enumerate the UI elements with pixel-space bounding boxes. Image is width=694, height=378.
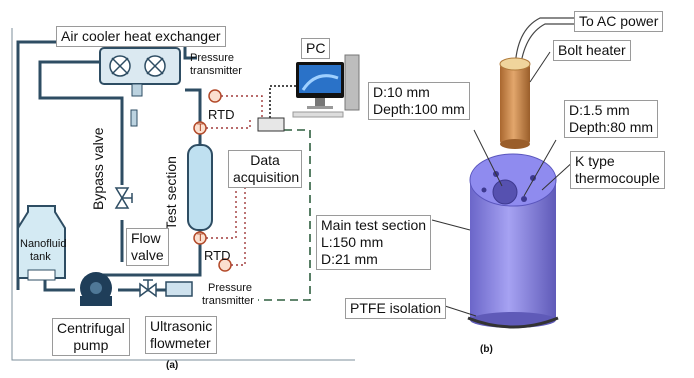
flowmeter-line1: Ultrasonic [150,318,213,334]
air-cooler-label: Air cooler heat exchanger [56,26,226,47]
tank-label-line1: Nanofluid [20,238,67,250]
test-section-tube [187,144,213,231]
main-section-label: Main test section L:150 mm D:21 mm [316,215,432,270]
thermocouple-line2: thermocouple [575,170,660,186]
rtd-bottom-label: RTD [204,248,231,263]
data-acquisition-label: Data acquisition [228,150,302,188]
bolt-heater-label: Bolt heater [553,40,631,61]
sensor-letter-rtd-bottom: T [197,232,204,244]
pc-cable [269,85,300,118]
pc-icon [292,54,360,118]
tank-label-line2: tank [30,251,51,263]
data-acquisition-line2: acquisition [233,169,300,185]
outer-boundary [11,28,355,361]
sensor-pressure-top [208,89,222,103]
hole-big-line2: Depth:100 mm [373,101,465,117]
thermocouple-label: K type thermocouple [570,151,665,189]
bolt-heater [499,57,531,149]
nanofluid-tank [17,205,66,281]
heat-exchanger [99,47,181,127]
flow-valve [139,279,157,298]
panel-b-caption: (b) [480,344,493,355]
pump-line2: pump [73,337,109,353]
rtd-top-label: RTD [208,107,235,122]
ptfe-label: PTFE isolation [345,298,447,319]
ac-power-label: To AC power [574,11,664,32]
pc-label: PC [301,38,331,59]
main-section-line2: L:150 mm [321,234,384,250]
daq-box [257,117,285,132]
flow-valve-label: Flow valve [126,228,169,266]
centrifugal-pump [80,272,112,306]
bypass-valve-label: Bypass valve [90,127,106,210]
thermocouple-line1: K type [575,153,615,169]
data-acquisition-line1: Data [250,152,280,168]
hole-small-line1: D:1.5 mm [569,102,630,118]
test-section-label: Test section [163,156,179,230]
hole-small-line2: Depth:80 mm [569,119,654,135]
pressure-transmitter-top-line2: transmitter [190,65,242,77]
hole-small-label: D:1.5 mm Depth:80 mm [564,100,659,138]
pressure-transmitter-bottom-line1: Pressure [208,282,253,294]
centrifugal-pump-label: Centrifugal pump [52,318,130,356]
main-section-line3: D:21 mm [321,251,378,267]
ptfe-ring [467,316,559,329]
ultrasonic-flowmeter-label: Ultrasonic flowmeter [145,316,218,354]
main-section-line1: Main test section [321,217,427,233]
pointer-lines [431,51,576,317]
hole-big-label: D:10 mm Depth:100 mm [368,82,470,120]
sensor-letter-rtd-top: T [197,122,204,134]
bypass-valve [114,187,133,209]
flowmeter-line2: flowmeter [150,335,211,351]
ultrasonic-flowmeter [165,281,193,297]
flow-valve-line2: valve [131,247,164,263]
hole-big-line1: D:10 mm [373,84,430,100]
main-test-cylinder [469,153,557,328]
pressure-transmitter-top-line1: Pressure [190,52,235,64]
pump-line1: Centrifugal [57,320,125,336]
pressure-transmitter-bottom-line2: transmitter [202,295,254,307]
flow-valve-line1: Flow [131,230,161,246]
panel-a-caption: (a) [166,360,179,371]
